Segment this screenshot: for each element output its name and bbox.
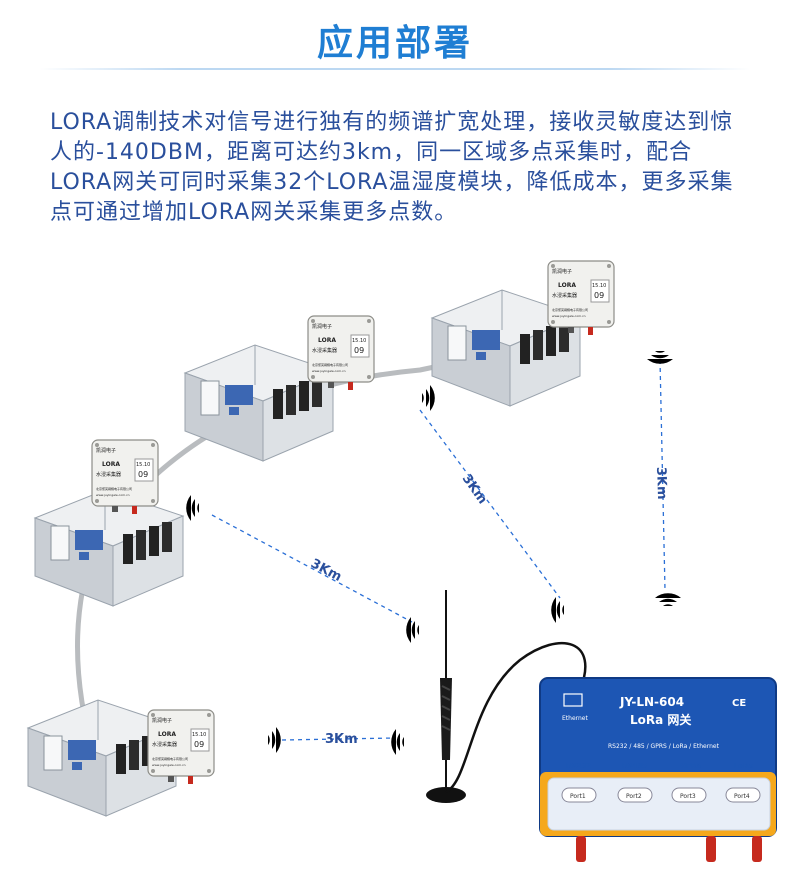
gateway-port-gprs: GPRS Port3 — [671, 762, 707, 803]
sensor-url: www.juyingele.com.cn — [552, 314, 586, 318]
wifi-signal-icon — [647, 351, 673, 364]
sensor-brand: 凯润电子 — [96, 447, 116, 454]
sensor-reading-top: 15.10 — [136, 462, 150, 468]
sensor-brand: 凯润电子 — [152, 717, 172, 724]
sensor-url: www.juyingele.com.cn — [96, 493, 130, 497]
distance-label-3: 3Km — [653, 467, 669, 500]
port-type-label: RS232 — [566, 762, 591, 770]
sensor-model: LORA — [558, 282, 576, 289]
sensor-device-3: 凯润电子 LORA 水浸采集器 15.10 09 北京聚英翱翔电子有限公司 ww… — [547, 260, 615, 336]
link-line-2 — [419, 409, 561, 599]
sensor-device-2: 凯润电子 LORA 水浸采集器 15.10 09 北京聚英翱翔电子有限公司 ww… — [307, 315, 375, 391]
sensor-company: 北京聚英翱翔电子有限公司 — [152, 756, 188, 761]
port-label: Port4 — [734, 793, 750, 800]
sensor-model: LORA — [102, 461, 120, 468]
ce-mark: CE — [732, 698, 746, 709]
sensor-url: www.juyingele.com.cn — [152, 763, 186, 767]
wifi-signal-icon — [268, 727, 281, 753]
lora-gateway: Ethernet JY-LN-604 LoRa 网关 CE RS232 / 48… — [539, 677, 777, 862]
sensor-reading-top: 15.10 — [592, 283, 606, 289]
sensor-company: 北京聚英翱翔电子有限公司 — [96, 486, 132, 491]
page-title: 应用部署 — [316, 23, 473, 64]
title-divider — [40, 68, 750, 70]
sensor-type: 水浸采集器 — [96, 471, 121, 478]
port-label: Port1 — [570, 793, 586, 800]
sensor-reading-bottom: 09 — [138, 470, 148, 479]
sensor-reading-bottom: 09 — [354, 346, 364, 355]
antenna — [426, 590, 587, 803]
sensor-reading-bottom: 09 — [194, 740, 204, 749]
link-line-1 — [211, 514, 413, 623]
distance-label-2: 3Km — [459, 472, 490, 507]
port-label: Port2 — [626, 793, 642, 800]
sensor-brand: 凯润电子 — [552, 268, 572, 275]
sensor-reading-bottom: 09 — [594, 291, 604, 300]
sensor-type: 水浸采集器 — [312, 347, 337, 354]
gateway-interfaces: RS232 / 485 / GPRS / LoRa / Ethernet — [608, 743, 720, 750]
wifi-signal-icon — [406, 617, 419, 643]
sensor-reading-top: 15.10 — [192, 732, 206, 738]
link-line-4 — [281, 737, 396, 741]
wifi-signal-icon — [186, 495, 199, 521]
sensor-model: LORA — [158, 731, 176, 738]
antenna-connector — [752, 836, 762, 862]
gateway-name: LoRa 网关 — [630, 712, 691, 727]
link-line-3 — [659, 359, 666, 591]
wifi-signal-icon — [422, 385, 435, 411]
deployment-diagram: 凯润电子 LORA 水浸采集器 15.10 09 北京聚英翱翔电子有限公司 ww… — [27, 260, 777, 862]
port-type-label: RS485 — [622, 762, 647, 770]
sensor-url: www.juyingele.com.cn — [312, 369, 346, 373]
sensor-company: 北京聚英翱翔电子有限公司 — [312, 362, 348, 367]
port-label: Port3 — [680, 793, 696, 800]
wifi-signal-icon — [655, 593, 681, 606]
sensor-type: 水浸采集器 — [552, 292, 577, 299]
gateway-port-lora: LoRa Port4 — [725, 762, 761, 803]
distance-label-4: 3Km — [325, 732, 358, 747]
gateway-ethernet-label: Ethernet — [562, 715, 588, 722]
description-paragraph: LORA调制技术对信号进行独有的频谱扩宽处理，接收灵敏度达到惊人的-140DBM… — [50, 110, 734, 225]
port-type-label: GPRS — [680, 762, 701, 770]
sensor-brand: 凯润电子 — [312, 323, 332, 330]
sensor-reading-top: 15.10 — [352, 338, 366, 344]
sensor-device-1: 凯润电子 LORA 水浸采集器 15.10 09 北京聚英翱翔电子有限公司 ww… — [91, 439, 159, 515]
sensor-type: 水浸采集器 — [152, 741, 177, 748]
port-type-label: LoRa — [734, 762, 754, 770]
sensor-device-4: 凯润电子 LORA 水浸采集器 15.10 09 北京聚英翱翔电子有限公司 ww… — [147, 709, 215, 785]
sensor-company: 北京聚英翱翔电子有限公司 — [552, 307, 588, 312]
antenna-connector — [576, 836, 586, 862]
room-1 — [34, 489, 184, 607]
sensor-model: LORA — [318, 337, 336, 344]
wifi-signal-icon — [391, 729, 404, 755]
distance-label-1: 3Km — [308, 556, 344, 585]
gateway-port-rs232: RS232 Port1 — [561, 762, 597, 803]
gateway-model: JY-LN-604 — [619, 695, 684, 709]
antenna-connector — [706, 836, 716, 862]
gateway-port-rs485: RS485 Port2 — [617, 762, 653, 803]
wifi-signal-icon — [551, 597, 564, 623]
